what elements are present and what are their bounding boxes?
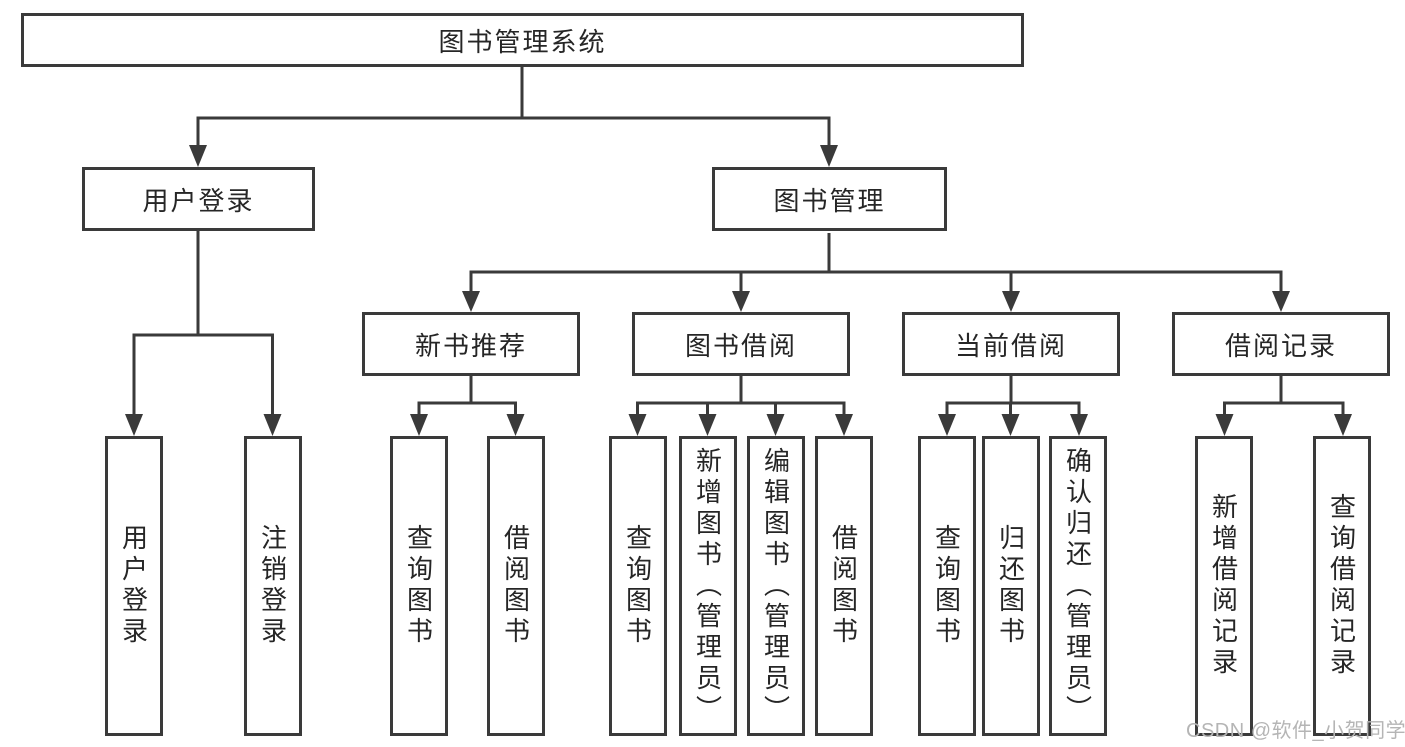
leaf-add-books-admin: 新增图书（管理员） — [679, 436, 737, 736]
leaf-logout: 注销登录 — [244, 436, 302, 736]
leaf-confirm-return-admin: 确认归还（管理员） — [1049, 436, 1107, 736]
leaf-borrow-books-1: 借阅图书 — [487, 436, 545, 736]
leaf-add-borrow-record: 新增借阅记录 — [1195, 436, 1253, 736]
node-book-management-branch: 图书管理 — [712, 167, 947, 231]
connector-strokes — [132, 67, 1345, 416]
leaf-query-borrow-record: 查询借阅记录 — [1313, 436, 1371, 736]
leaf-borrow-books-2: 借阅图书 — [815, 436, 873, 736]
node-book-borrowing: 图书借阅 — [632, 312, 850, 376]
leaf-user-login: 用户登录 — [105, 436, 163, 736]
node-new-book-recommend: 新书推荐 — [362, 312, 580, 376]
node-user-login-branch: 用户登录 — [82, 167, 315, 231]
leaf-query-books-1: 查询图书 — [390, 436, 448, 736]
leaf-edit-books-admin: 编辑图书（管理员） — [747, 436, 805, 736]
csdn-watermark: CSDN @软件_小贺同学 — [1186, 720, 1405, 742]
node-root-system: 图书管理系统 — [21, 13, 1024, 67]
leaf-return-books: 归还图书 — [982, 436, 1040, 736]
leaf-query-books-2: 查询图书 — [609, 436, 667, 736]
node-current-borrowing: 当前借阅 — [902, 312, 1120, 376]
node-borrowing-records: 借阅记录 — [1172, 312, 1390, 376]
arrowheads — [125, 145, 1352, 436]
leaf-query-books-3: 查询图书 — [918, 436, 976, 736]
